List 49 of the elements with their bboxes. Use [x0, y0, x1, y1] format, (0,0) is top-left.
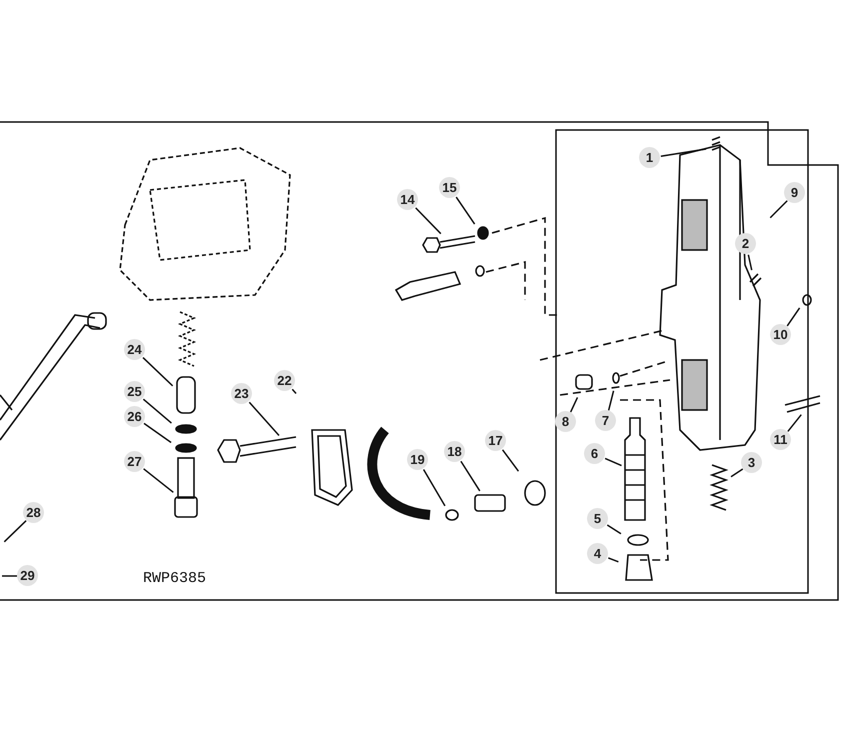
callout-number: 15 — [439, 177, 460, 198]
callout-number: 3 — [741, 452, 762, 473]
callout-number: 8 — [555, 411, 576, 432]
callout-number: 18 — [444, 441, 465, 462]
leader-line — [422, 469, 446, 506]
leader-line — [608, 557, 619, 563]
callout-number: 19 — [407, 449, 428, 470]
leader-line — [456, 196, 476, 224]
leader-line — [415, 207, 442, 234]
callout-number: 1 — [639, 147, 660, 168]
callout-number: 22 — [274, 370, 295, 391]
callout-number: 27 — [124, 451, 145, 472]
callout-number: 9 — [784, 182, 805, 203]
leader-line — [730, 468, 744, 478]
callout-number: 11 — [770, 429, 791, 450]
callout-number: 7 — [595, 410, 616, 431]
leader-line — [142, 398, 172, 424]
callout-number: 28 — [23, 502, 44, 523]
leader-line — [786, 308, 800, 326]
leader-line — [2, 575, 17, 577]
callout-number: 24 — [124, 339, 145, 360]
leader-line — [142, 357, 174, 386]
callout-number: 23 — [231, 383, 252, 404]
leader-line — [143, 468, 174, 493]
callout-number: 5 — [587, 508, 608, 529]
callout-number: 4 — [587, 543, 608, 564]
callout-number: 25 — [124, 381, 145, 402]
callout-number: 17 — [485, 430, 506, 451]
leader-line — [4, 520, 27, 542]
callout-number: 26 — [124, 406, 145, 427]
leader-line — [248, 402, 280, 436]
callout-number: 29 — [17, 565, 38, 586]
leader-line — [570, 397, 578, 412]
leader-line — [787, 414, 802, 432]
leader-line — [660, 148, 706, 157]
callout-number: 2 — [735, 233, 756, 254]
figure-code: RWP6385 — [143, 570, 206, 587]
leader-line — [144, 422, 172, 444]
leader-line — [502, 449, 520, 472]
leader-line — [606, 524, 622, 534]
leader-line — [770, 200, 788, 218]
callout-number: 14 — [397, 189, 418, 210]
callout-number: 10 — [770, 324, 791, 345]
leader-line — [292, 388, 297, 394]
leader-line — [604, 458, 622, 466]
leader-line — [748, 254, 752, 270]
leader-line — [460, 460, 480, 492]
callout-number: 6 — [584, 443, 605, 464]
leader-line — [608, 390, 614, 411]
